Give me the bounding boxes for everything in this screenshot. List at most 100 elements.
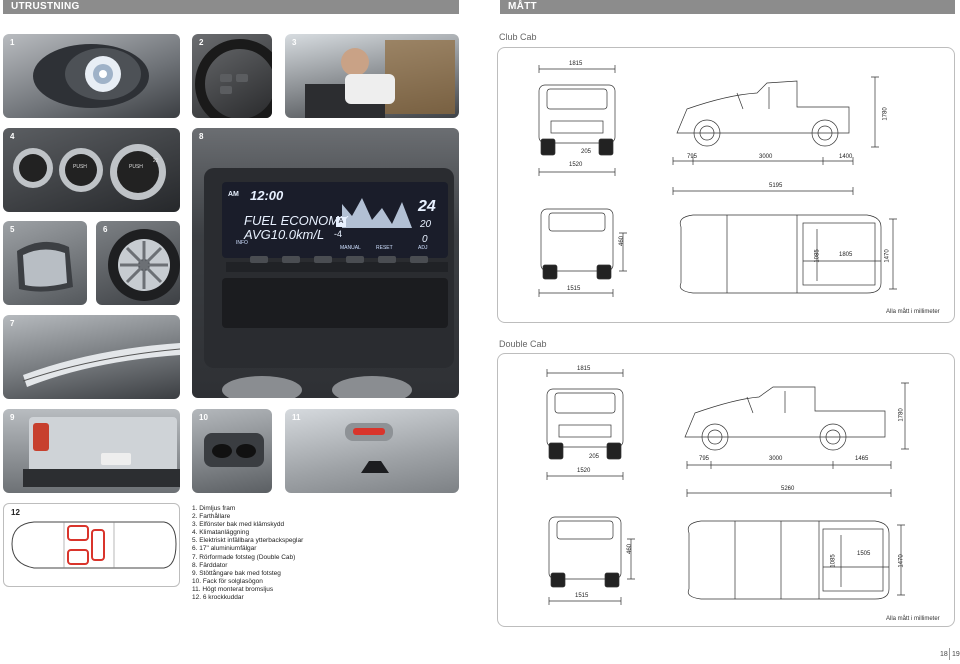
tile-number: 3 bbox=[292, 38, 297, 47]
tile-number: 1 bbox=[10, 38, 15, 47]
photo-rear-window: 3 bbox=[285, 34, 459, 118]
double-track: 1520 bbox=[577, 468, 591, 474]
push-label-1: PUSH bbox=[73, 164, 87, 170]
legend-item: 7. Rörformade fotsteg (Double Cab) bbox=[192, 553, 296, 561]
tile-number: 4 bbox=[10, 132, 15, 141]
display-fuel-economy: FUEL ECONOMY bbox=[244, 213, 348, 228]
double-units-note: Alla mått i millimeter bbox=[886, 616, 940, 622]
page-number-left: 18 bbox=[940, 651, 948, 658]
header-matt: MÅTT bbox=[500, 0, 955, 14]
display-badge: A bbox=[336, 217, 346, 227]
display-time: 12:00 bbox=[250, 188, 284, 203]
display-alt2: 0 bbox=[422, 234, 428, 245]
photo-sunglass-holder: 10 bbox=[192, 409, 272, 493]
wheel-illustration bbox=[108, 229, 180, 301]
double-length: 5260 bbox=[781, 486, 795, 492]
tile-number: 5 bbox=[10, 225, 15, 234]
legend-item: 2. Farthållare bbox=[192, 513, 231, 521]
display-manual: MANUAL bbox=[340, 245, 361, 251]
legend-item: 11. Högt monterat bromsljus bbox=[192, 585, 274, 593]
display-reset: RESET bbox=[376, 245, 393, 251]
tile-number: 9 bbox=[10, 413, 15, 422]
photo-side-mirror: 5 bbox=[3, 221, 87, 305]
legend-item: 10. Fack för solglasögon bbox=[192, 577, 263, 585]
tile-number: 7 bbox=[10, 319, 15, 328]
club-clearance: 205 bbox=[581, 149, 592, 155]
legend-item: 8. Färddator bbox=[192, 561, 228, 569]
tile-number: 11 bbox=[292, 413, 301, 422]
equipment-legend: 1. Dimljus fram 2. Farthållare 3. Elföns… bbox=[192, 505, 303, 602]
page-divider bbox=[949, 648, 950, 660]
window-illustration bbox=[305, 40, 455, 118]
diagram-airbags: 12 bbox=[3, 503, 180, 587]
tile-number: 10 bbox=[199, 413, 208, 422]
legend-item: 4. Klimatanläggning bbox=[192, 529, 250, 537]
double-bed-width: 1470 bbox=[898, 554, 905, 568]
photo-side-step: 7 bbox=[3, 315, 180, 399]
tile-number: 12 bbox=[11, 508, 20, 517]
club-bed-length: 1805 bbox=[839, 252, 853, 258]
display-alt1: 20 bbox=[420, 219, 432, 230]
photo-rear-bumper: 9 bbox=[3, 409, 180, 493]
step-illustration bbox=[22, 343, 180, 387]
double-front-width: 1815 bbox=[577, 366, 591, 372]
club-front-width: 1815 bbox=[569, 61, 583, 67]
airbag-illustration bbox=[11, 521, 177, 569]
club-height: 1780 bbox=[882, 107, 889, 121]
header-left-label: UTRUSTNING bbox=[11, 1, 80, 12]
legend-item: 3. Elfönster bak med klämskydd bbox=[192, 521, 285, 529]
legend-item: 12. 6 krockkuddar bbox=[192, 594, 244, 602]
legend-item: 9. Stöttångare bak med fotsteg bbox=[192, 569, 281, 577]
climate-illustration: PUSH PUSH 22 bbox=[13, 144, 166, 200]
dashboard-illustration bbox=[204, 168, 454, 398]
photo-trip-computer: 8 AM 12:00 24 FUEL ECONOMY AVG10.0km/L A… bbox=[192, 128, 459, 398]
club-cab-panel bbox=[497, 47, 955, 323]
club-front-overhang: 795 bbox=[687, 154, 698, 160]
display-avg: AVG10.0km/L bbox=[244, 227, 325, 242]
club-load-height: 460 bbox=[619, 235, 626, 247]
double-wheelbase: 3000 bbox=[769, 456, 783, 462]
photo-steering-controls: 2 bbox=[192, 34, 272, 118]
double-rear-track: 1515 bbox=[575, 593, 589, 599]
double-load-height: 460 bbox=[627, 543, 634, 555]
display-temp: 24 bbox=[418, 198, 436, 215]
club-wheelbase: 3000 bbox=[759, 154, 773, 160]
club-track: 1520 bbox=[569, 162, 583, 168]
double-clearance: 205 bbox=[589, 454, 600, 460]
legend-item: 1. Dimljus fram bbox=[192, 505, 236, 512]
photo-alloy-wheel: 6 bbox=[96, 221, 180, 305]
double-cab-title: Double Cab bbox=[499, 339, 547, 349]
photo-fog-light: 1 bbox=[3, 34, 180, 118]
tile-number: 6 bbox=[103, 225, 108, 234]
fog-light-illustration bbox=[33, 44, 149, 108]
club-rear-track: 1515 bbox=[567, 286, 581, 292]
photo-brake-light: 11 bbox=[285, 409, 459, 493]
club-bed-width: 1470 bbox=[884, 249, 891, 263]
double-height: 1780 bbox=[898, 408, 905, 422]
club-cab-title: Club Cab bbox=[499, 32, 537, 42]
double-rear-overhang: 1465 bbox=[855, 456, 869, 462]
steering-illustration bbox=[195, 39, 272, 118]
club-cab-drawings bbox=[538, 65, 897, 297]
header-utrustning: UTRUSTNING bbox=[3, 0, 459, 14]
legend-item: 5. Elektriskt infällbara ytterbackspegla… bbox=[192, 537, 304, 545]
display-info: INFO bbox=[236, 240, 248, 246]
push-label-2: PUSH bbox=[129, 164, 143, 170]
display-adj: ADJ bbox=[418, 245, 428, 251]
mirror-illustration bbox=[17, 241, 73, 292]
tile-number: 8 bbox=[199, 132, 204, 141]
display-minus: -4 bbox=[334, 229, 343, 239]
double-front-overhang: 795 bbox=[699, 456, 710, 462]
header-right-label: MÅTT bbox=[508, 1, 537, 12]
double-bed-length: 1505 bbox=[857, 551, 871, 557]
photo-climate-controls: 4 PUSH PUSH 22 bbox=[3, 128, 180, 212]
tile-number: 2 bbox=[199, 38, 204, 47]
double-cab-drawings bbox=[546, 369, 909, 605]
club-length: 5195 bbox=[769, 183, 783, 189]
double-cab-panel bbox=[497, 353, 955, 627]
club-bed-between: 1085 bbox=[814, 249, 821, 263]
brake-light-illustration bbox=[345, 423, 393, 473]
bumper-illustration bbox=[23, 417, 180, 487]
club-units-note: Alla mått i millimeter bbox=[886, 309, 940, 315]
holder-illustration bbox=[204, 433, 264, 467]
